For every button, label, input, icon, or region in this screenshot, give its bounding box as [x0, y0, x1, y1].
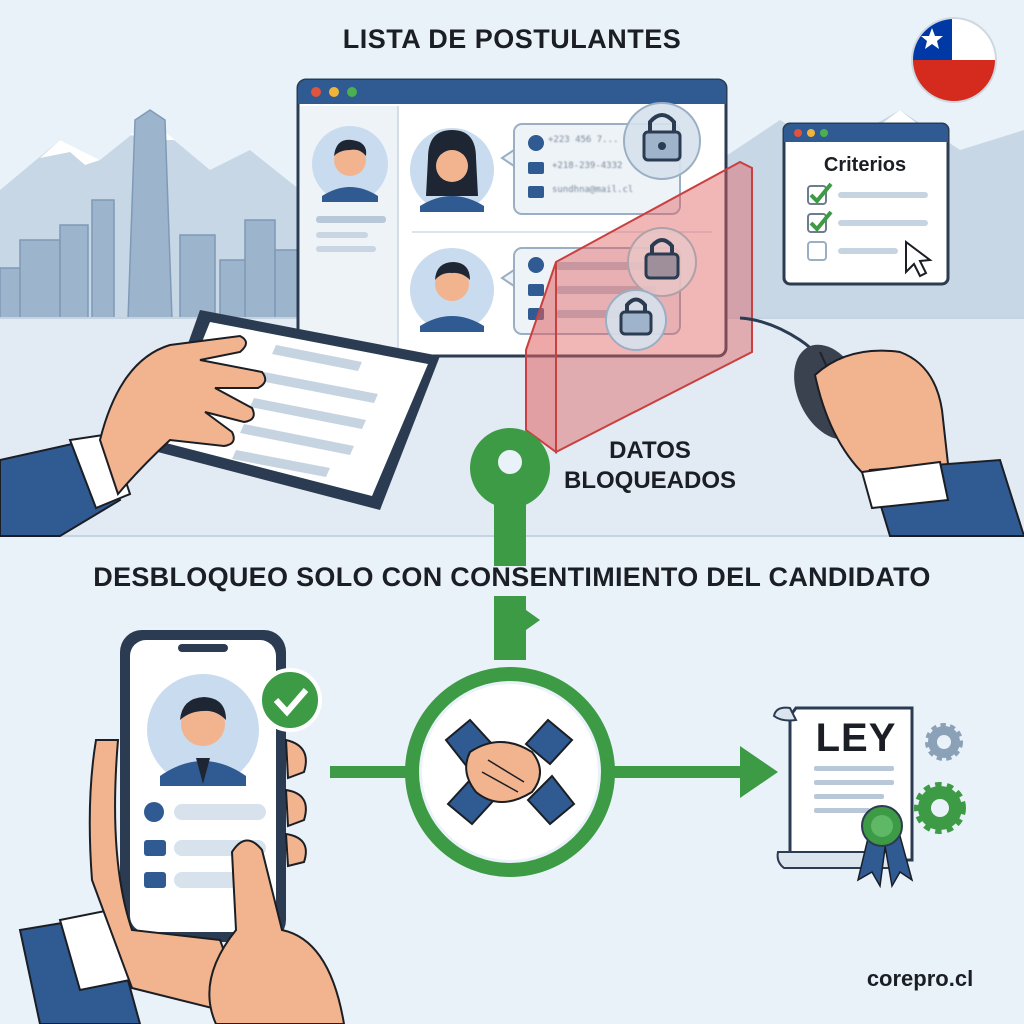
- cursor-icon: [905, 240, 933, 278]
- city-skyline: [0, 109, 301, 321]
- candidate-avatar-female[interactable]: [410, 128, 494, 212]
- handshake-icon: [444, 718, 576, 826]
- arrow-right-icon: [740, 746, 778, 798]
- consent-check-badge: [258, 668, 322, 732]
- gear-icon: [925, 723, 963, 761]
- window-maximize-button[interactable]: [347, 87, 357, 97]
- contact-email-value: sundhna@mail.cl: [552, 185, 634, 195]
- candidate-avatar-male[interactable]: [410, 248, 494, 332]
- page-title: LISTA DE POSTULANTES: [342, 24, 682, 54]
- blocked-label-line1: DATOS: [609, 437, 691, 464]
- blocked-data-label: DATOS BLOQUEADOS: [560, 436, 740, 496]
- criteria-checkbox[interactable]: [807, 210, 833, 233]
- seal-ribbon-icon: [856, 805, 914, 889]
- footer-brand[interactable]: corepro.cl: [866, 966, 974, 991]
- blocked-label-line2: BLOQUEADOS: [563, 467, 736, 494]
- padlock-icon: [623, 102, 701, 180]
- sidebar-placeholder-lines: [316, 216, 386, 252]
- padlock-icon: [627, 227, 697, 297]
- gear-icon: [914, 782, 966, 834]
- padlock-icon: [605, 289, 667, 351]
- criteria-checkbox[interactable]: [807, 182, 833, 205]
- law-title: LEY: [815, 716, 897, 760]
- consent-banner: DESBLOQUEO SOLO CON CONSENTIMIENTO DEL C…: [93, 562, 931, 592]
- criteria-title: Criterios: [823, 154, 907, 176]
- hands-holding-phone: [18, 738, 346, 1024]
- phone-candidate-avatar: [147, 674, 259, 786]
- phone-contact-rows: [144, 802, 266, 888]
- window-minimize-button[interactable]: [329, 87, 339, 97]
- window-close-button[interactable]: [311, 87, 321, 97]
- sidebar-candidate-avatar[interactable]: [312, 126, 388, 202]
- contact-phone-value: +223 456 7...: [548, 135, 619, 145]
- left-hand-on-tablet: [0, 334, 267, 537]
- criteria-checkbox[interactable]: [807, 241, 827, 261]
- contact-phone-value: +218-239-4332: [552, 161, 623, 171]
- tablet-device[interactable]: [150, 310, 440, 510]
- key-icon: [470, 428, 550, 660]
- criteria-lines: [838, 192, 928, 254]
- right-hand-on-mouse: [813, 349, 1024, 537]
